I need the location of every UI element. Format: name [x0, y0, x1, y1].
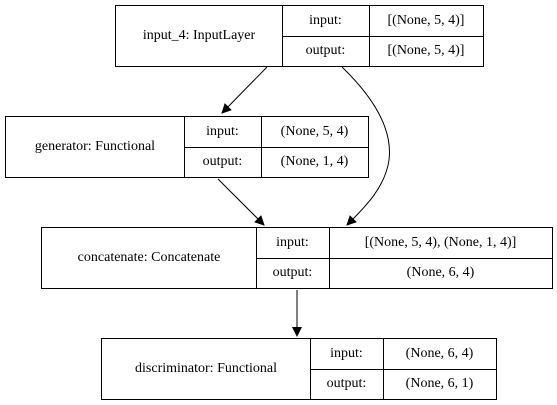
node-name: input_4: InputLayer: [142, 28, 256, 43]
output-label: output:: [305, 43, 346, 58]
input-label: input:: [330, 346, 363, 361]
input-label: input:: [276, 235, 309, 250]
output-label: output:: [272, 265, 313, 280]
output-label: output:: [326, 376, 367, 391]
node-discriminator: discriminator: Functional input: output:…: [101, 338, 497, 400]
input-shape: (None, 5, 4): [280, 124, 349, 139]
edge-input-to-generator: [221, 66, 268, 114]
node-name: concatenate: Concatenate: [77, 250, 221, 265]
edge-generator-to-concatenate: [217, 178, 265, 226]
input-shape: [(None, 5, 4), (None, 1, 4)]: [364, 235, 517, 250]
input-shape: [(None, 5, 4)]: [387, 13, 465, 28]
input-shape: (None, 6, 4): [405, 346, 474, 361]
output-shape: [(None, 5, 4)]: [387, 43, 465, 58]
input-label: input:: [309, 13, 342, 28]
edge-input-to-concatenate: [341, 66, 390, 226]
node-name: discriminator: Functional: [135, 361, 277, 376]
output-label: output:: [202, 154, 243, 169]
input-label: input:: [206, 124, 239, 139]
node-generator: generator: Functional input: output: (No…: [5, 116, 369, 178]
node-input-layer: input_4: InputLayer input: output: [(Non…: [115, 5, 484, 67]
output-shape: (None, 1, 4): [280, 154, 349, 169]
node-name: generator: Functional: [34, 139, 156, 154]
node-concatenate: concatenate: Concatenate input: output: …: [41, 227, 553, 289]
output-shape: (None, 6, 1): [405, 376, 474, 391]
output-shape: (None, 6, 4): [406, 265, 475, 280]
